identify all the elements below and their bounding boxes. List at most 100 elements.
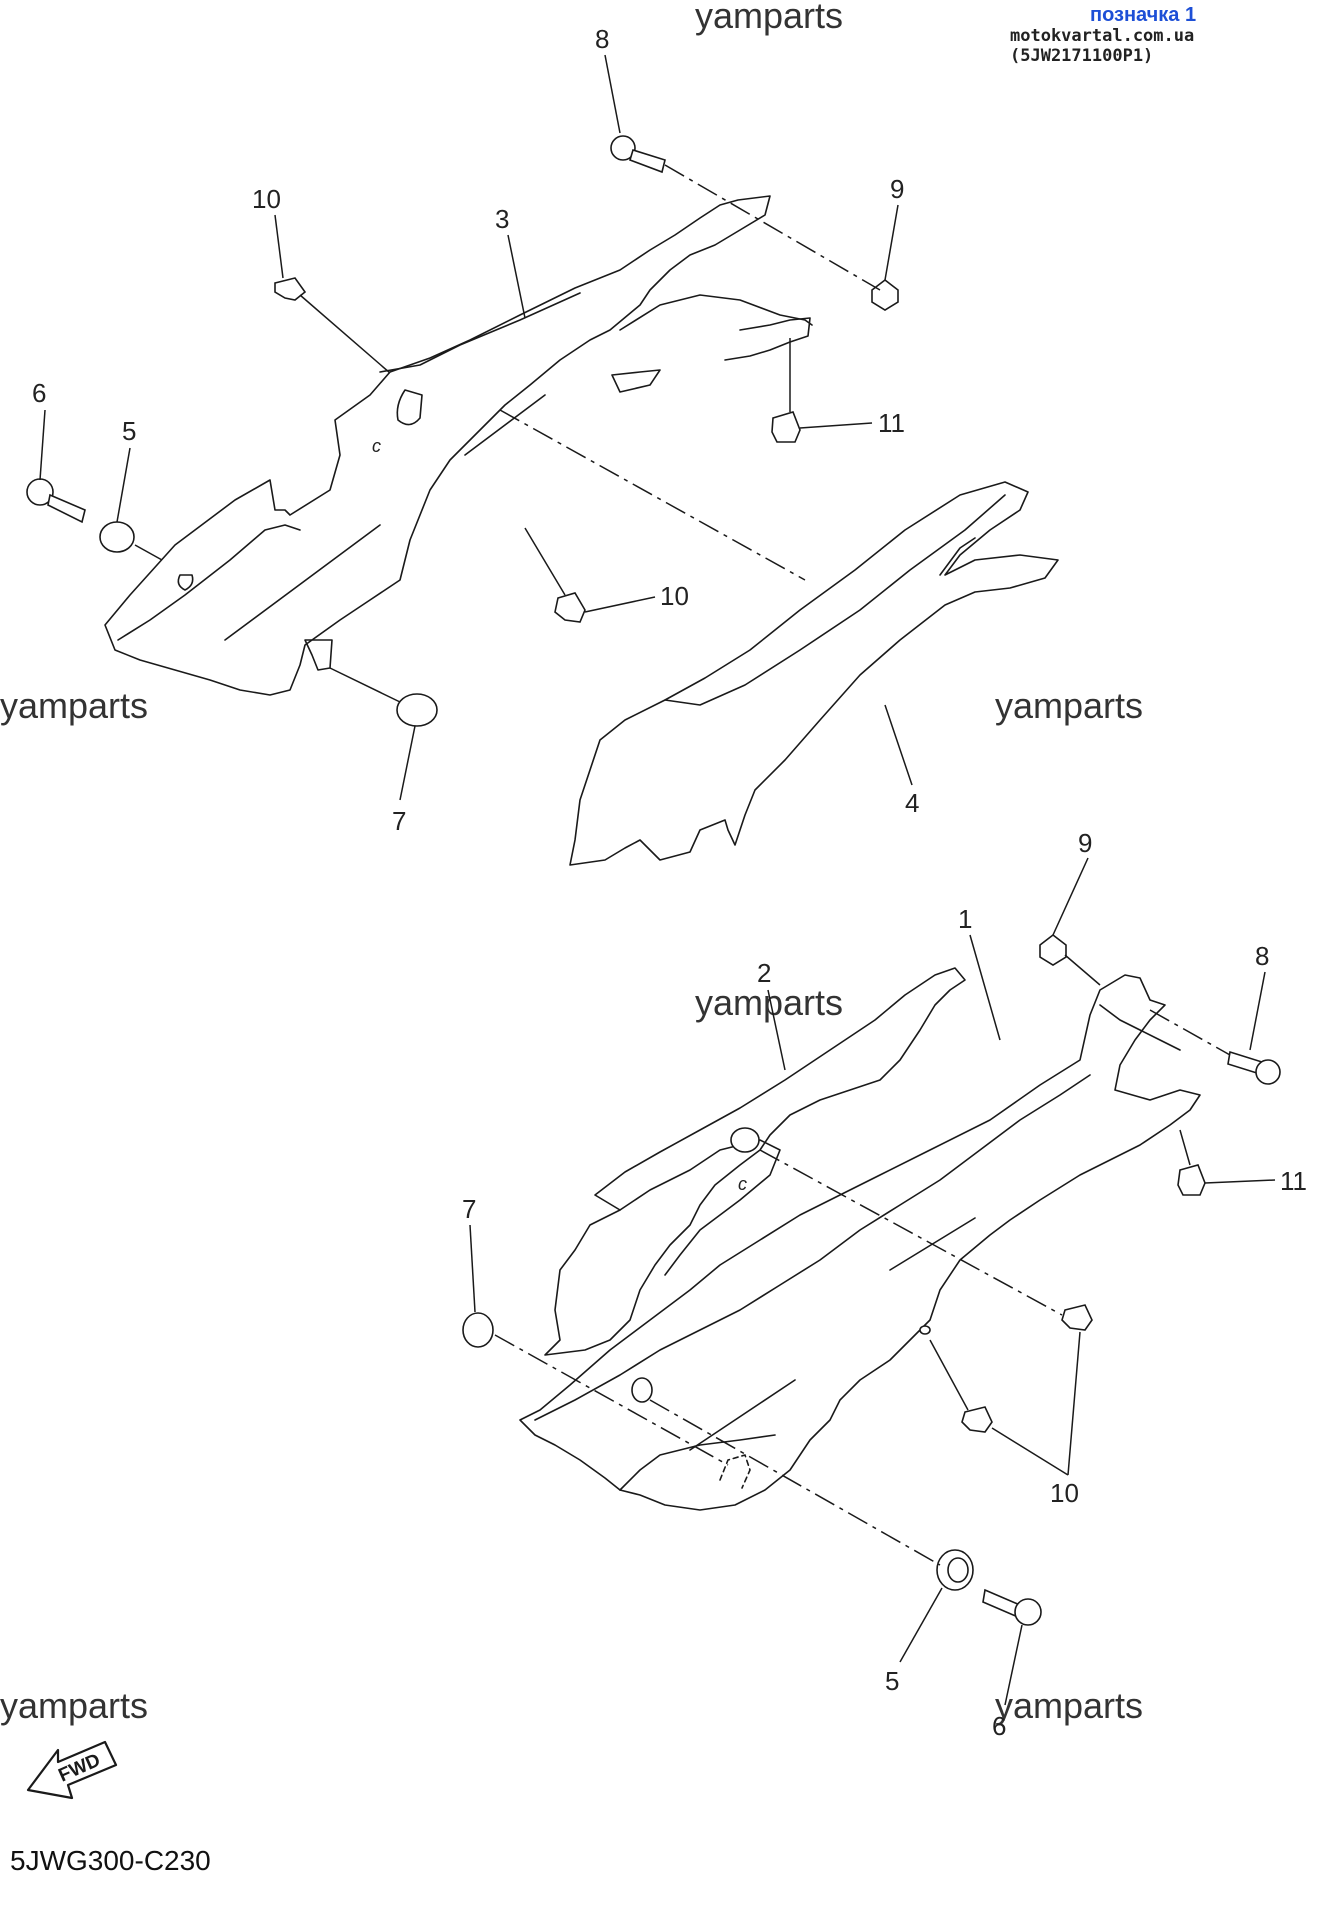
leader xyxy=(991,1427,1069,1476)
cover-slot xyxy=(611,369,661,393)
leader xyxy=(1204,1179,1276,1184)
source-label: motokvartal.com.ua (5JW2171100P1) xyxy=(1010,26,1195,66)
leader xyxy=(1064,954,1101,986)
callout-number: 10 xyxy=(660,581,689,611)
leader xyxy=(1249,971,1266,1051)
leader xyxy=(604,54,621,134)
collar-5-lower xyxy=(936,1549,974,1591)
clip-10b xyxy=(554,592,586,623)
diagram-code: 5JWG300-C230 xyxy=(10,1845,211,1876)
callout-number: 10 xyxy=(1050,1478,1079,1508)
leader xyxy=(584,596,656,613)
center-line xyxy=(664,164,881,291)
cover-1-grommet xyxy=(730,1127,760,1153)
callout-number: 1 xyxy=(958,904,972,934)
nut-11-lower xyxy=(1177,1164,1206,1196)
clip-10-lower xyxy=(961,1304,1093,1433)
panel-notch xyxy=(939,537,976,576)
side-panel-2 xyxy=(544,967,966,1356)
leader xyxy=(1179,1129,1191,1166)
leader xyxy=(929,1339,969,1411)
callout-number: 5 xyxy=(885,1666,899,1696)
callout-number: 3 xyxy=(495,204,509,234)
watermark: yamparts xyxy=(0,1685,148,1726)
leader xyxy=(134,544,163,561)
callout-number: 5 xyxy=(122,416,136,446)
leader xyxy=(299,294,391,374)
bolt-8 xyxy=(610,135,666,174)
panel-2-inner xyxy=(619,1139,781,1276)
leader xyxy=(1067,1331,1081,1476)
leader xyxy=(1004,1624,1023,1706)
leader xyxy=(1052,857,1089,936)
cover-hole xyxy=(177,574,194,591)
leader xyxy=(274,214,284,279)
leader xyxy=(116,447,131,523)
cover-tab xyxy=(619,294,813,331)
cover-emboss: c xyxy=(738,1174,747,1194)
cover-1-ridge xyxy=(534,1074,1091,1421)
callout-number: 11 xyxy=(878,408,905,438)
callout-number: 7 xyxy=(392,806,406,836)
leader xyxy=(884,704,913,786)
cover-upper-edge xyxy=(379,292,581,373)
center-line xyxy=(499,409,806,581)
leader xyxy=(399,725,416,801)
cover-1-hole xyxy=(631,1377,653,1403)
center-line xyxy=(1149,1009,1231,1056)
side-cover-3 xyxy=(104,195,771,696)
leader xyxy=(899,1587,943,1663)
callout-number: 8 xyxy=(595,24,609,54)
screw-6-lower xyxy=(982,1588,1042,1626)
leader xyxy=(884,204,899,281)
top-assembly: c xyxy=(26,24,1059,866)
side-cover-1 xyxy=(519,974,1201,1511)
cover-emboss: c xyxy=(372,436,381,456)
cover-hook xyxy=(304,639,333,671)
callout-number: 10 xyxy=(252,184,281,214)
watermark: yamparts xyxy=(695,0,843,36)
screw-6 xyxy=(26,478,86,524)
leader xyxy=(469,1224,476,1313)
fwd-arrow-icon: FWD xyxy=(26,1740,118,1800)
bolt-8-lower xyxy=(1227,1050,1281,1085)
cover-1-pin xyxy=(919,1325,931,1335)
grommet-7-lower xyxy=(462,1312,494,1348)
leader xyxy=(39,409,46,481)
tag-label: позначка 1 xyxy=(1090,4,1197,26)
center-line xyxy=(649,1399,941,1566)
watermark: yamparts xyxy=(995,685,1143,726)
watermark: yamparts xyxy=(0,685,148,726)
callout-number: 4 xyxy=(905,788,919,818)
leader xyxy=(799,422,873,429)
nut-9-lower xyxy=(1039,933,1067,966)
callout-number: 6 xyxy=(32,378,46,408)
callout-number: 9 xyxy=(1078,828,1092,858)
callout-number: 9 xyxy=(890,174,904,204)
callout-number: 11 xyxy=(1280,1166,1307,1196)
bottom-assembly: c xyxy=(462,828,1307,1741)
collar-5 xyxy=(99,521,135,553)
cover-1-lower xyxy=(619,1434,776,1491)
nut-11 xyxy=(771,411,801,443)
cover-mark xyxy=(464,394,546,456)
grommet-7 xyxy=(396,693,438,727)
cover-mark xyxy=(224,524,381,641)
cover-inner-edge xyxy=(117,524,301,641)
leader xyxy=(524,527,566,596)
callout-number: 2 xyxy=(757,958,771,988)
nut-9 xyxy=(871,278,899,311)
leader xyxy=(969,934,1001,1041)
cover-1-hook xyxy=(719,1454,751,1489)
cover-tab-lower xyxy=(724,317,811,361)
side-panel-4 xyxy=(569,481,1059,866)
cover-1-tab xyxy=(1099,1004,1181,1051)
callout-number: 6 xyxy=(992,1711,1006,1741)
center-line xyxy=(494,1334,729,1466)
leader xyxy=(767,989,786,1071)
leader xyxy=(329,667,401,703)
callout-number: 7 xyxy=(462,1194,476,1224)
watermark: yamparts xyxy=(995,1685,1143,1726)
clip-10 xyxy=(274,277,307,301)
cover-mark xyxy=(689,1379,796,1451)
